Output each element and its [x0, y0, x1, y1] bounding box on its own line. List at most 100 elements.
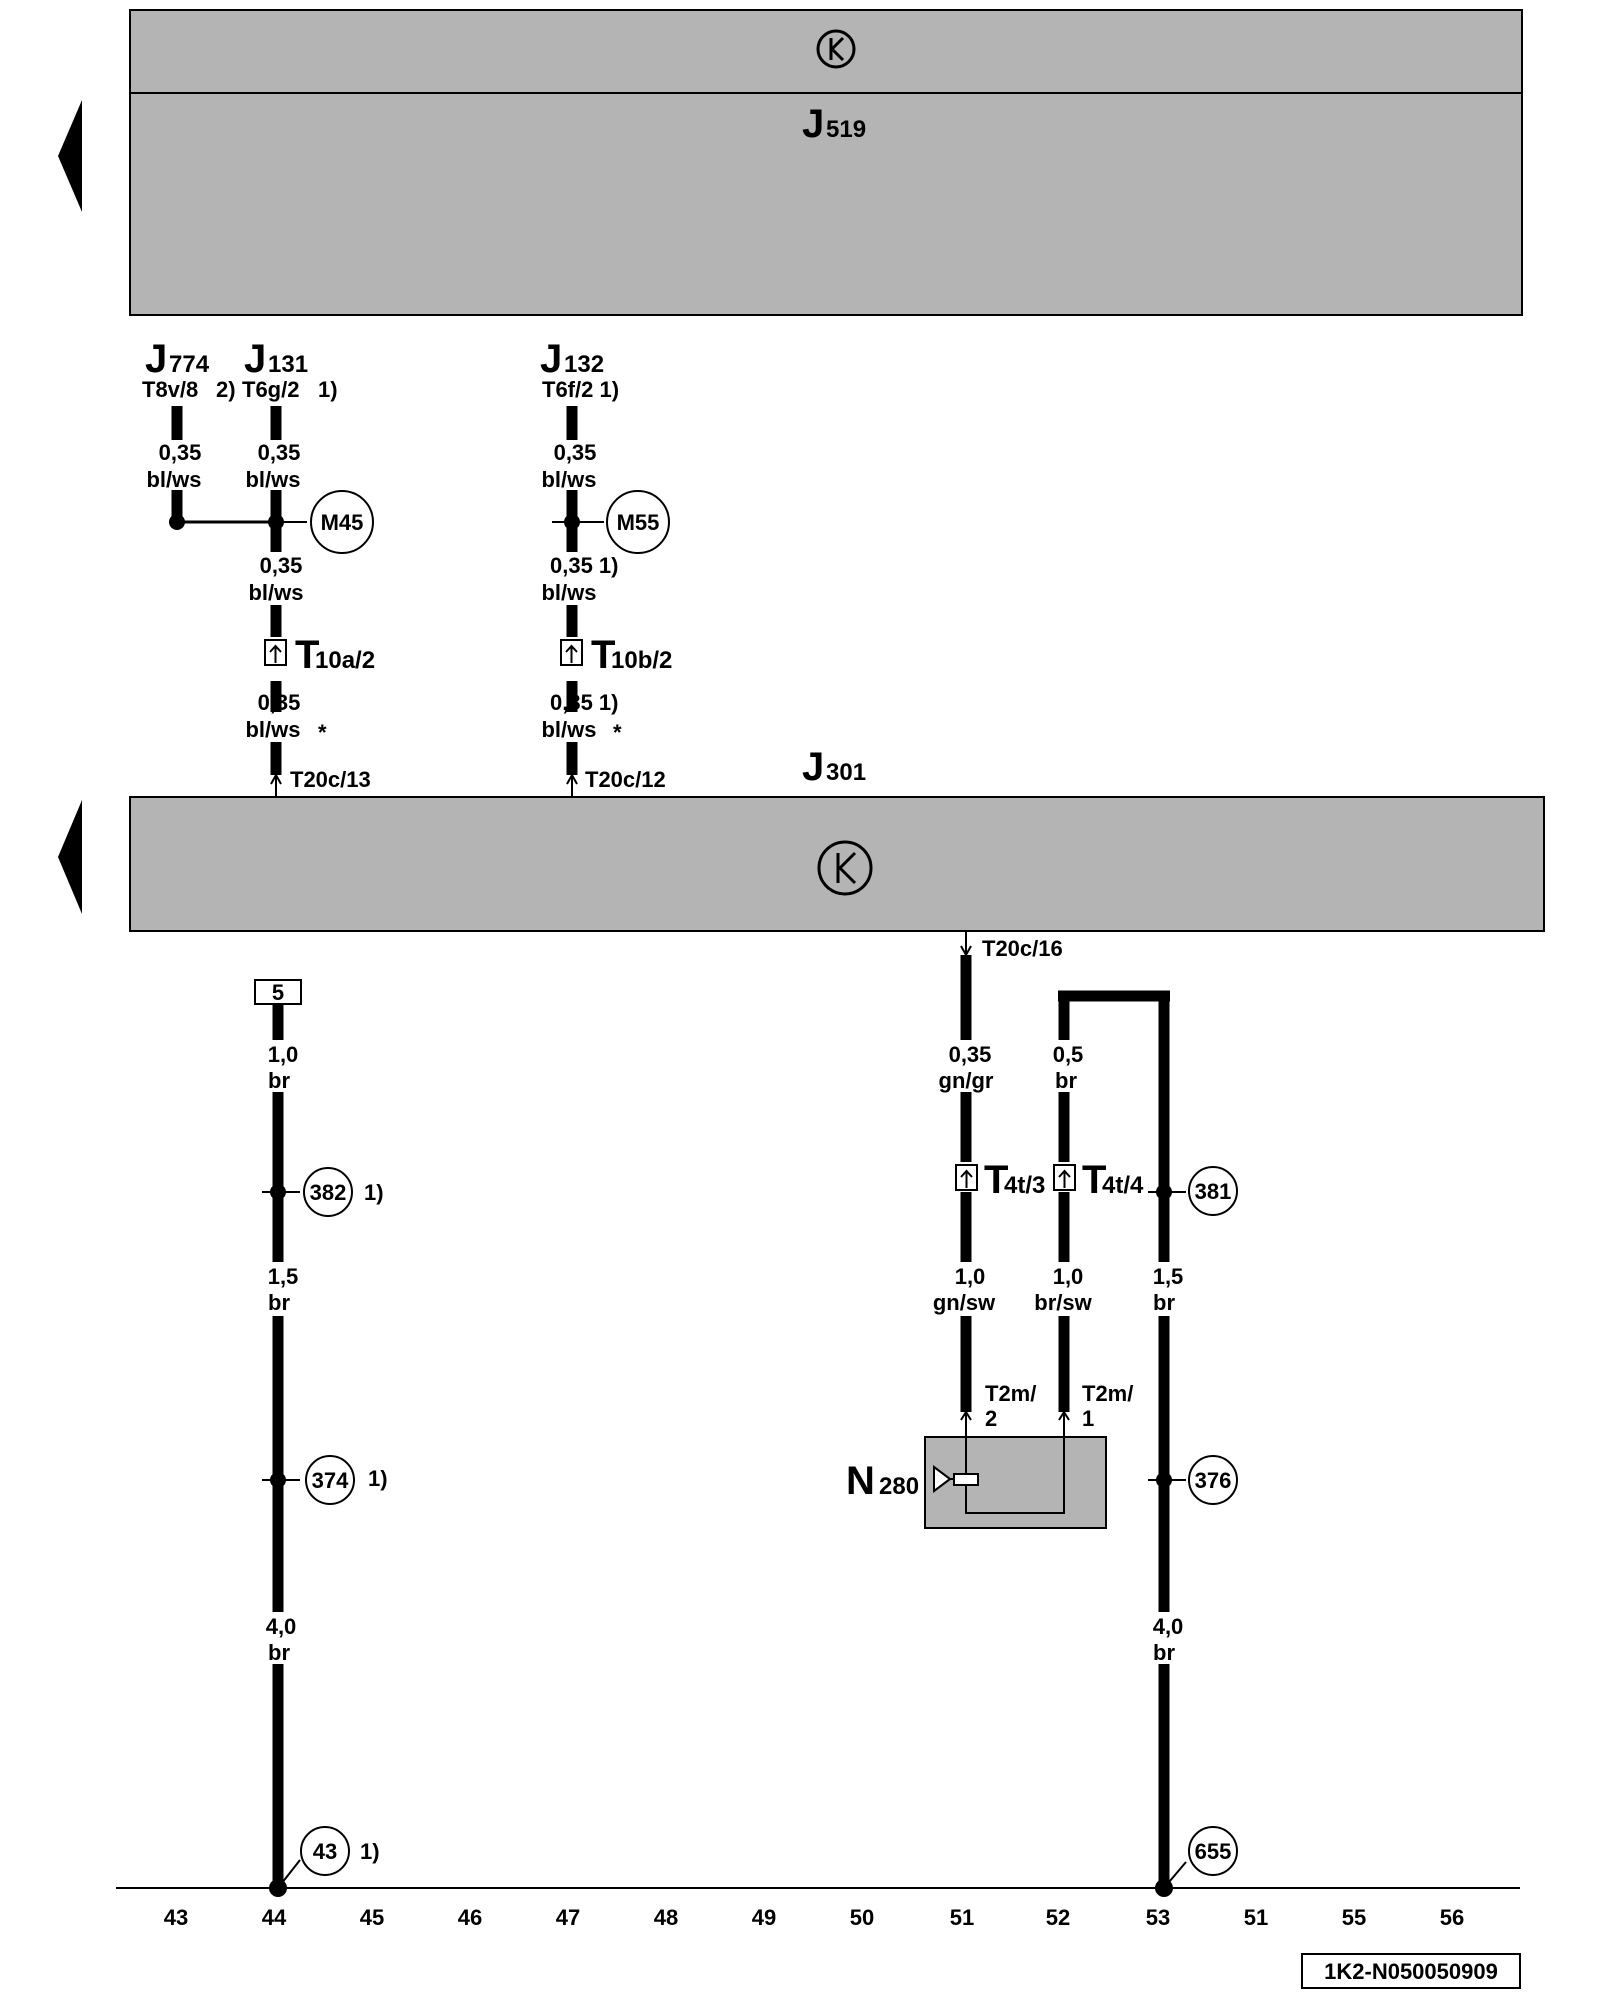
track-number: 45	[360, 1905, 384, 1930]
svg-text:0,35 1): 0,35 1)	[550, 690, 619, 715]
track-number: 43	[164, 1905, 188, 1930]
wire-label-g2: 1,0 gn/sw	[933, 1264, 996, 1315]
svg-text:1,0: 1,0	[955, 1264, 986, 1289]
svg-text:T2m/: T2m/	[1082, 1381, 1133, 1406]
svg-text:280: 280	[879, 1473, 919, 1500]
svg-text:T: T	[1082, 1158, 1106, 1202]
svg-text:774: 774	[169, 351, 210, 378]
wire-label-r2: 4,0 br	[1153, 1614, 1184, 1665]
svg-text:43: 43	[313, 1839, 337, 1864]
track-number: 50	[850, 1905, 874, 1930]
svg-text:T2m/: T2m/	[985, 1381, 1036, 1406]
track-number: 44	[262, 1905, 287, 1930]
track-number: 55	[1342, 1905, 1366, 1930]
label-j131: J 131 T6g/2 1)	[242, 337, 338, 402]
wire-label-j131c: 0,35 bl/ws *	[245, 690, 327, 745]
pin-t20c12: T20c/12	[585, 767, 666, 792]
label-j774: J 774 T8v/8 2)	[142, 337, 236, 402]
svg-text:10b/2: 10b/2	[611, 647, 672, 674]
svg-text:br: br	[268, 1290, 290, 1315]
svg-text:655: 655	[1195, 1839, 1232, 1864]
ground-point-m55: M55	[606, 490, 670, 554]
ground-point-381: 381	[1188, 1166, 1238, 1216]
wire-label-j131b: 0,35 bl/ws	[248, 553, 303, 605]
svg-text:1,5: 1,5	[268, 1264, 299, 1289]
wire-label-j774: 0,35 bl/ws	[146, 440, 201, 492]
track-number: 48	[654, 1905, 678, 1930]
svg-text:T8v/8: T8v/8	[142, 377, 198, 402]
svg-text:J: J	[802, 745, 824, 789]
svg-text:br: br	[1055, 1068, 1077, 1093]
svg-text:1,0: 1,0	[1053, 1264, 1084, 1289]
connector-t10a: T 10a/2	[264, 633, 375, 677]
svg-text:T: T	[984, 1158, 1008, 1202]
track-number: 53	[1146, 1905, 1170, 1930]
svg-text:br: br	[1153, 1290, 1175, 1315]
ground-point-376: 376	[1188, 1455, 1238, 1505]
svg-text:0,35: 0,35	[554, 440, 597, 465]
svg-text:0,35: 0,35	[258, 440, 301, 465]
svg-text:4t/3: 4t/3	[1004, 1172, 1045, 1199]
svg-text:0,35: 0,35	[258, 690, 301, 715]
svg-text:0,35: 0,35	[159, 440, 202, 465]
svg-text:T: T	[295, 633, 319, 677]
svg-text:374: 374	[312, 1468, 349, 1493]
svg-text:br: br	[268, 1640, 290, 1665]
svg-text:1): 1)	[368, 1466, 388, 1491]
svg-text:br: br	[268, 1068, 290, 1093]
svg-text:0,5: 0,5	[1053, 1042, 1084, 1067]
svg-text:J: J	[145, 337, 167, 381]
pin-t20c16: T20c/16	[982, 936, 1063, 961]
svg-text:J: J	[244, 337, 266, 381]
ground-point-374: 374 1)	[305, 1455, 388, 1505]
solenoid-valve-icon	[933, 1465, 979, 1493]
svg-text:301: 301	[826, 759, 866, 786]
svg-text:bl/ws: bl/ws	[146, 467, 201, 492]
svg-text:1): 1)	[360, 1839, 380, 1864]
svg-text:1,0: 1,0	[268, 1042, 299, 1067]
svg-text:br: br	[1153, 1640, 1175, 1665]
module-j519-letter: J	[802, 102, 824, 146]
svg-text:382: 382	[310, 1180, 347, 1205]
track-number: 51	[950, 1905, 974, 1930]
svg-text:131: 131	[268, 351, 308, 378]
wire-label-g1: 0,35 gn/gr	[939, 1042, 994, 1093]
control-unit-symbol-icon-2	[817, 840, 873, 896]
module-j519-sub: 519	[826, 116, 866, 143]
svg-text:*: *	[613, 720, 622, 745]
wire-label-j132a: 0,35 bl/ws	[541, 440, 596, 492]
svg-text:M55: M55	[617, 510, 660, 535]
svg-text:10a/2: 10a/2	[315, 647, 375, 674]
svg-text:4,0: 4,0	[266, 1614, 297, 1639]
pin-t2m2: T2m/ 2	[985, 1381, 1036, 1431]
ground-point-43: 43 1)	[300, 1826, 380, 1876]
pin-t2m1: T2m/ 1	[1082, 1381, 1133, 1431]
ground-point-m45: M45	[310, 490, 374, 554]
svg-text:0,35: 0,35	[260, 553, 303, 578]
svg-text:4t/4: 4t/4	[1102, 1172, 1144, 1199]
control-unit-symbol-icon	[816, 29, 856, 69]
fuse-5: 5	[254, 979, 302, 1005]
svg-text:1K2-N050050909: 1K2-N050050909	[1324, 1959, 1498, 1984]
svg-text:br/sw: br/sw	[1034, 1290, 1092, 1315]
svg-text:bl/ws: bl/ws	[541, 467, 596, 492]
connector-t10b: T 10b/2	[560, 633, 672, 677]
svg-text:bl/ws: bl/ws	[541, 580, 596, 605]
page-back-arrow-icon-2[interactable]	[58, 800, 82, 914]
wire-label-r1: 1,5 br	[1153, 1264, 1184, 1315]
track-number: 49	[752, 1905, 776, 1930]
svg-text:M45: M45	[321, 510, 364, 535]
wire-label-l1: 1,0 br	[268, 1042, 299, 1093]
svg-text:2: 2	[985, 1406, 997, 1431]
page-back-arrow-icon[interactable]	[58, 100, 82, 212]
svg-text:gn/sw: gn/sw	[933, 1290, 996, 1315]
svg-text:bl/ws: bl/ws	[245, 467, 300, 492]
track-number: 46	[458, 1905, 482, 1930]
svg-text:4,0: 4,0	[1153, 1614, 1184, 1639]
ground-point-382: 382 1)	[303, 1167, 384, 1217]
label-j132: J 132 T6f/2 1)	[540, 337, 619, 402]
pin-t20c13: T20c/13	[290, 767, 371, 792]
ground-point-655: 655	[1188, 1826, 1238, 1876]
svg-text:381: 381	[1195, 1179, 1232, 1204]
